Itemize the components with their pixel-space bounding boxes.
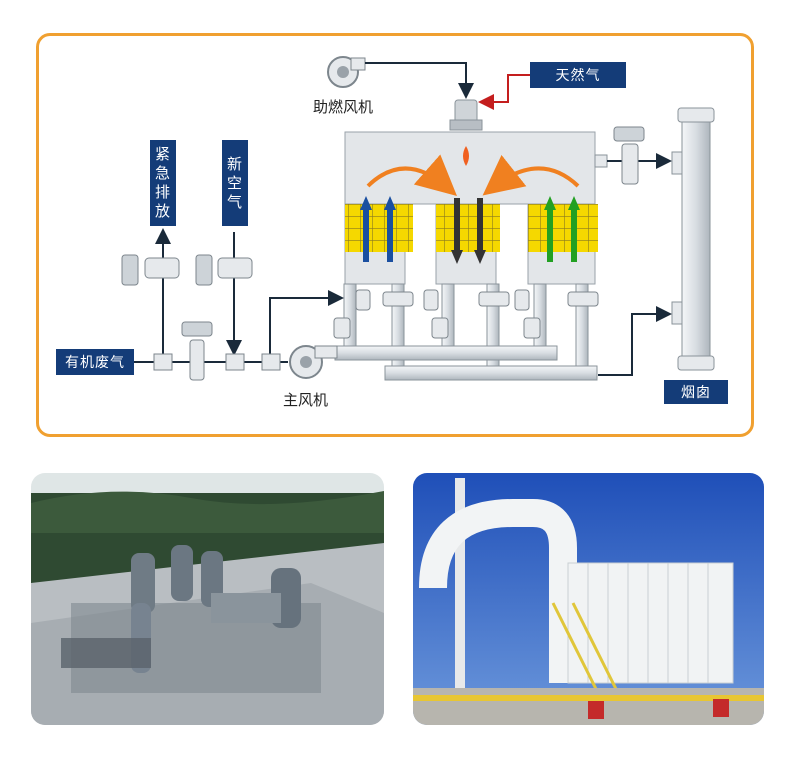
chimney-stack <box>672 108 714 370</box>
emergency-vent-label: 紧急排放 <box>150 140 176 226</box>
emergency-vent-text: 紧急排放 <box>155 145 171 221</box>
main-fan-label: 主风机 <box>283 389 328 410</box>
aerial-plant-photo <box>31 473 384 725</box>
chimney-label: 烟囱 <box>664 380 728 404</box>
fresh-air-label: 新空气 <box>222 140 248 226</box>
bed-valves <box>334 290 598 338</box>
rto-unit-photo <box>413 473 764 725</box>
natural-gas-label: 天然气 <box>530 62 626 88</box>
combustion-fan-icon <box>328 57 365 87</box>
hot-bypass <box>595 127 668 184</box>
fresh-air-valve <box>196 255 252 285</box>
combustion-fan-label: 助燃风机 <box>313 96 373 117</box>
main-fan-icon <box>290 346 337 378</box>
aerial-plant-illustration <box>31 473 384 725</box>
rto-unit-illustration <box>413 473 764 725</box>
inlet-manifold <box>335 346 557 360</box>
fresh-air-text: 新空气 <box>227 155 243 212</box>
ceramic-bed-1 <box>345 204 413 252</box>
voc-inlet-label: 有机废气 <box>56 349 134 375</box>
outlet-manifold <box>385 366 597 380</box>
emergency-valve <box>122 255 179 285</box>
ceramic-bed-2 <box>436 204 500 252</box>
inlet-line-valves <box>154 322 280 380</box>
ceramic-bed-3 <box>528 204 598 252</box>
